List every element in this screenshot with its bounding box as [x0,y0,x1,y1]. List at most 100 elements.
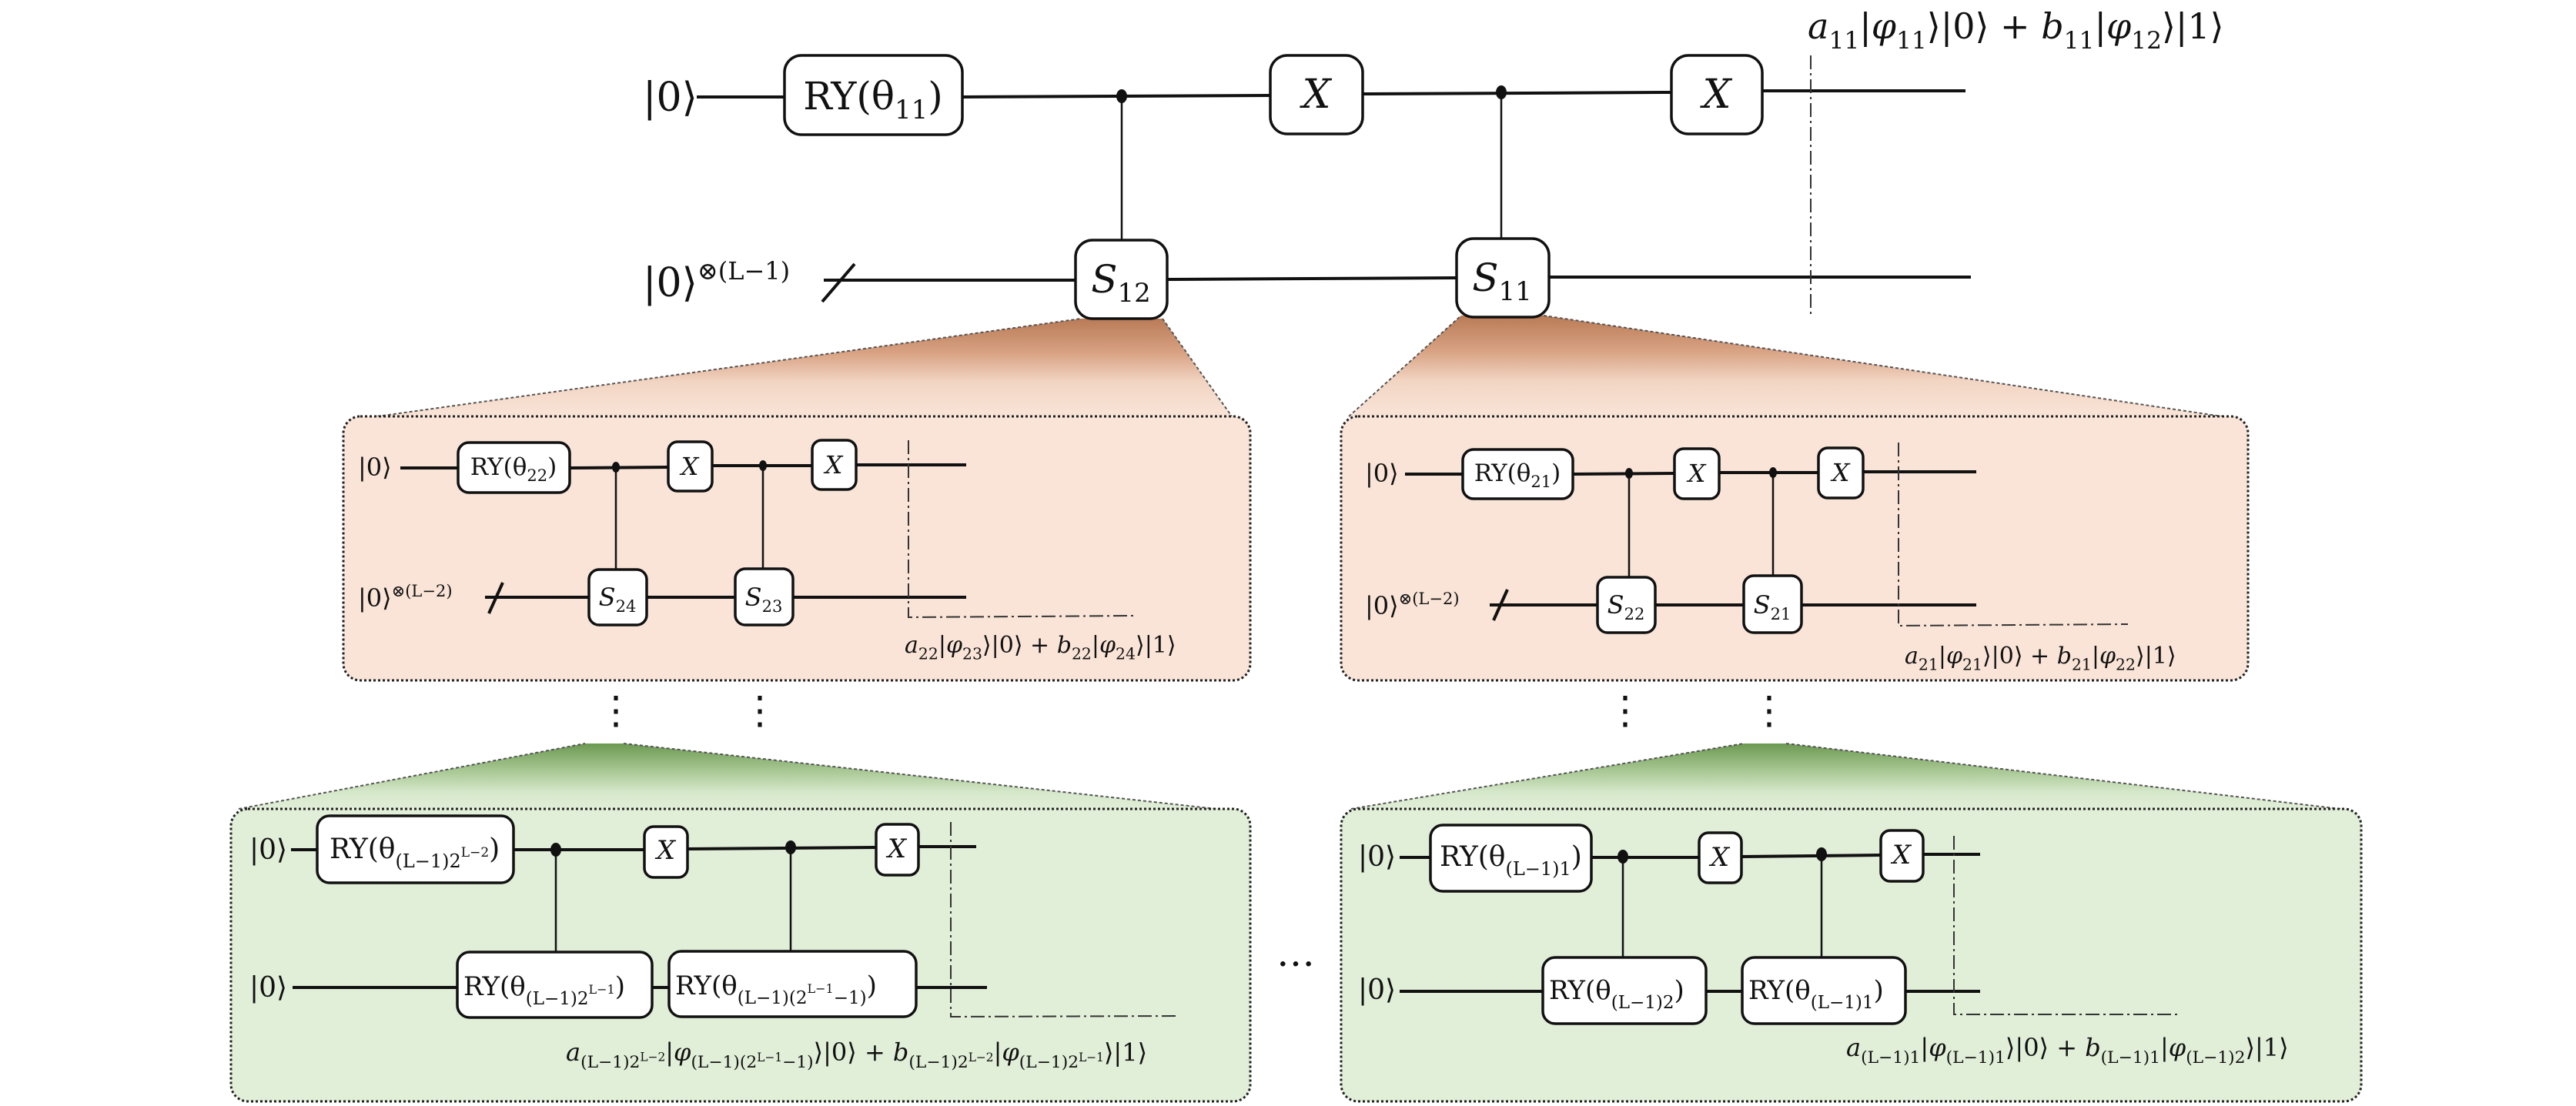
funnel-to-bottom-left-panel [238,743,1217,810]
state-part: | [1092,632,1099,659]
gate-x-1 [667,440,714,493]
bundle-slash-icon [487,582,504,614]
gate-s23 [734,567,795,627]
svg-text:RY(θ(L−1)1): RY(θ(L−1)1) [1748,975,1884,1013]
state-part: 11 [1828,27,1859,55]
funnel-to-bottom-right-panel [1350,743,2341,810]
control-dot-icon [1816,847,1827,861]
vertical-ellipsis: ⋮ [597,688,635,733]
circuit-level2-left: |0⟩ |0⟩⊗(L−2) RY(θ22) X X S24 S23 a22|φ2… [358,439,1176,663]
state-part: 24 [1116,644,1136,663]
svg-text:X: X [823,450,844,479]
gate-s21 [1742,574,1803,634]
state-part: a [1905,643,1919,670]
state-part: φ [946,632,962,659]
input-label-register: |0⟩⊗(L−2) [1365,590,1460,620]
control-dot-icon [550,843,561,857]
state-part: 11 [1896,27,1927,55]
gate-ry-top [316,814,515,884]
state-part: (L−1)2 [580,1053,640,1072]
svg-text:X: X [1686,459,1707,488]
state-part: φ [674,1038,691,1067]
state-part: 22 [2116,655,2136,673]
gate-x-2 [875,823,920,877]
state-part: ⟩|1⟩ [2136,643,2176,670]
state-part: (L−1)1 [1861,1048,1920,1068]
state-part: φ [2099,643,2116,670]
svg-text:S23: S23 [745,583,783,616]
svg-text:X: X [654,835,677,866]
state-part: b [1057,632,1072,659]
input-label-q1: |0⟩ [1358,974,1396,1006]
state-part: 21 [1962,655,1982,673]
state-part: | [938,632,946,659]
state-part: 12 [2131,27,2162,55]
state-part: | [994,1038,1002,1067]
gate-ry-bottom-2 [1741,956,1907,1025]
state-part: ⟩|1⟩ [1136,632,1176,659]
circuit-last-right: |0⟩ |0⟩ RY(θ(L−1)1) X X RY(θ(L−1)2) RY(θ… [1358,824,2289,1068]
gate-s12 [1074,239,1169,320]
gate-s24 [587,568,648,627]
barrier-line [950,822,1177,1018]
state-part: 21 [1919,655,1939,673]
svg-text:X: X [1299,72,1332,118]
svg-text:X: X [1890,840,1912,870]
state-part: φ [1002,1038,1019,1067]
state-part: a [905,632,918,659]
output-state-last-right: a(L−1)1|φ(L−1)1⟩|0⟩ + b(L−1)1|φ(L−1)2⟩|1… [1846,1033,2289,1068]
funnel-s11-to-right-panel [1348,315,2223,417]
svg-text:RY(θ(L−1)2L−1): RY(θ(L−1)2L−1) [463,971,625,1009]
gate-x-2 [1670,54,1764,135]
control-dot-icon [1625,468,1633,479]
vertical-ellipsis-group: ⋮ ⋮ ⋮ ⋮ [597,688,1788,733]
state-part: 23 [962,644,982,663]
svg-text:RY(θ21): RY(θ21) [1474,459,1561,491]
gate-s11 [1455,237,1551,319]
gate-x-1 [1269,54,1364,135]
vertical-ellipsis: ⋮ [741,688,779,733]
control-dot-icon [759,460,767,471]
gate-x-2 [1817,446,1865,500]
state-part: b [2085,1033,2100,1062]
horizontal-ellipsis: … [1276,931,1315,975]
state-part: L−2 [640,1051,665,1064]
svg-text:RY(θ(L−1)2): RY(θ(L−1)2) [1549,975,1684,1013]
state-part: b [2057,643,2072,670]
state-part: a [566,1038,580,1067]
barrier-line [908,440,1134,619]
gate-x-1 [1698,831,1743,884]
bundle-slash-icon [1492,589,1509,621]
state-part: b [893,1038,908,1067]
state-part: ⟩|0⟩ + [1927,5,2041,47]
input-label-q0: |0⟩ [1365,459,1399,488]
gate-ry-theta11 [783,54,964,136]
funnel-s12-to-left-panel [376,318,1233,417]
input-label-q0: |0⟩ [643,75,698,121]
state-part: φ [1872,5,1897,47]
state-part: 21 [2072,655,2092,673]
svg-text:X: X [1708,842,1731,873]
state-part: φ [1099,632,1116,659]
control-dot-icon [785,840,796,854]
state-part: | [665,1038,674,1067]
gate-ry-bottom-2 [667,950,918,1018]
state-part: (L−1)1 [1946,1048,2006,1068]
input-label-q0: |0⟩ [249,834,287,866]
state-part: | [1939,643,1946,670]
gate-ry-theta21 [1461,448,1574,500]
gate-ry-bottom-1 [1541,956,1708,1025]
input-label-q0: |0⟩ [358,453,392,482]
input-label-register: |0⟩⊗(L−1) [643,256,790,306]
svg-text:S22: S22 [1607,590,1645,623]
svg-text:RY(θ(L−1)2L−2): RY(θ(L−1)2L−2) [330,834,500,872]
svg-text:X: X [1699,72,1732,118]
state-part: φ [1929,1033,1946,1062]
control-dot-icon [612,462,620,473]
state-part: (L−1)1 [2101,1048,2160,1068]
state-part: (L−1)(2 [691,1053,757,1072]
state-part: φ [1946,643,1962,670]
state-part: L−1 [757,1051,782,1064]
output-state-top: a11|φ11⟩|0⟩ + b11|φ12⟩|1⟩ [1808,5,2224,55]
state-part: ⟩|0⟩ + [2006,1033,2085,1062]
